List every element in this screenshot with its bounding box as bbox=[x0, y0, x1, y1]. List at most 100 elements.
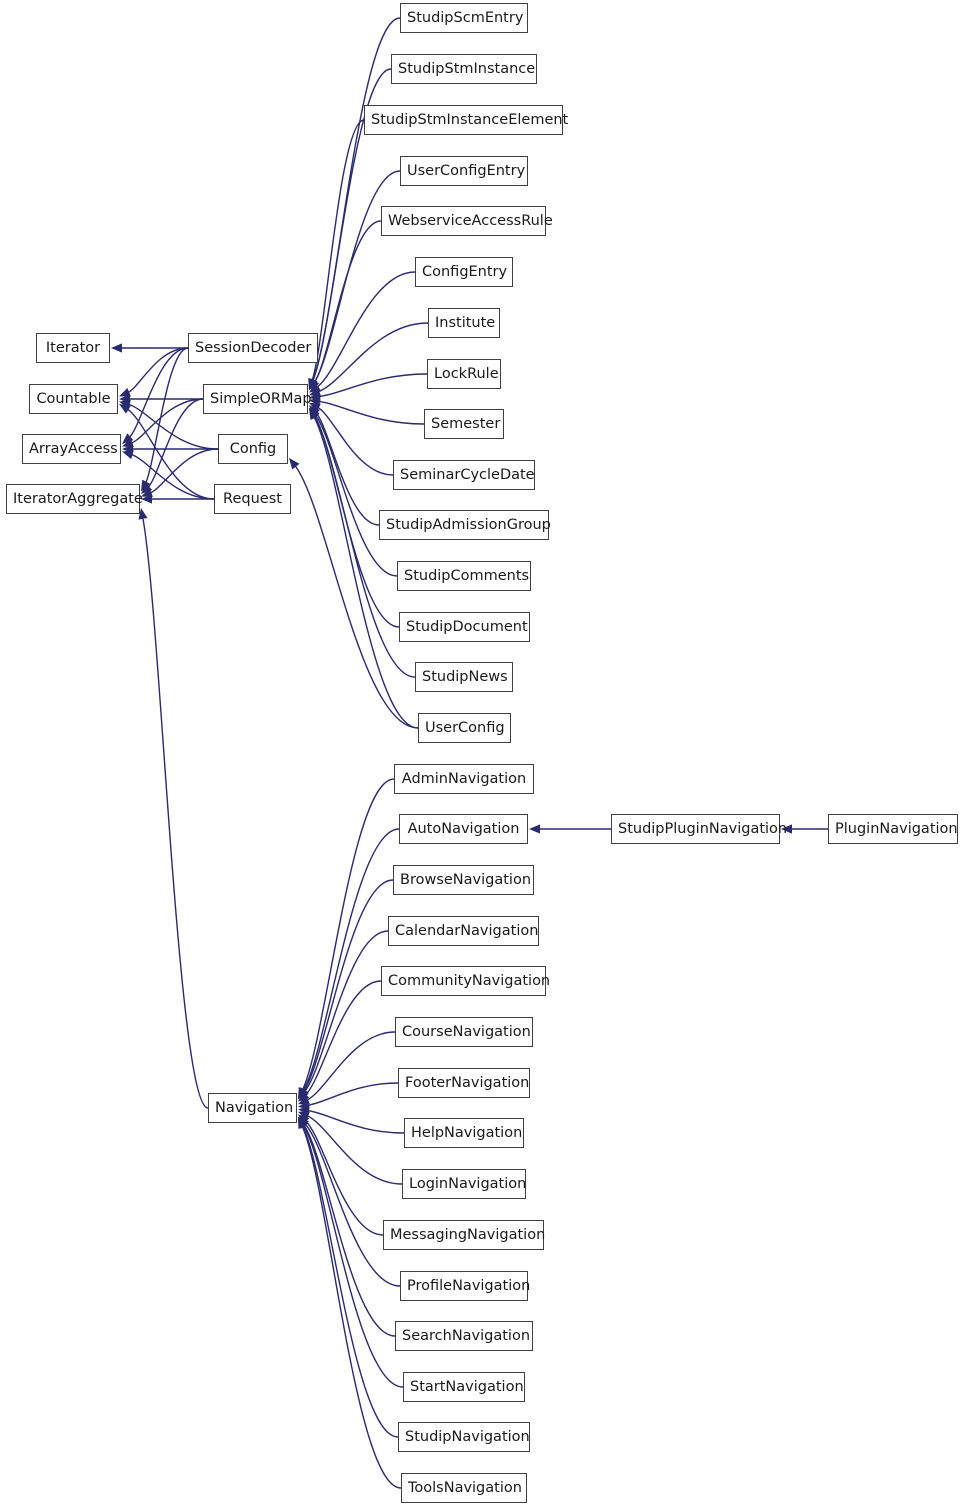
inheritance-arrowhead bbox=[298, 1117, 307, 1129]
edge-simpleormap-to-iteratoraggregate bbox=[141, 398, 204, 494]
inheritance-arrowhead bbox=[111, 343, 122, 353]
inheritance-edge bbox=[130, 453, 215, 500]
class-node-studipcomments[interactable]: StudipComments bbox=[397, 561, 531, 591]
class-node-studippluginnavigation[interactable]: StudipPluginNavigation bbox=[611, 814, 788, 844]
edge-messagingnavigation-to-navigation bbox=[298, 1114, 384, 1236]
class-node-label: UserConfig bbox=[425, 720, 505, 736]
class-node-browsenavigation[interactable]: BrowseNavigation bbox=[393, 865, 534, 895]
class-node-label: Config bbox=[229, 441, 277, 457]
inheritance-arrowhead bbox=[119, 387, 131, 397]
class-node-simpleormap[interactable]: SimpleORMap bbox=[203, 384, 312, 414]
edge-studipscmentry-to-simpleormap bbox=[308, 17, 401, 390]
class-node-studipstminstanceelement[interactable]: StudipStmInstanceElement bbox=[364, 105, 569, 135]
class-node-request[interactable]: Request bbox=[214, 484, 291, 514]
class-node-sessiondecoder[interactable]: SessionDecoder bbox=[188, 333, 318, 363]
edge-sessiondecoder-to-iteratoraggregate bbox=[141, 347, 189, 492]
class-node-toolsnavigation[interactable]: ToolsNavigation bbox=[401, 1473, 527, 1503]
class-node-studipscmentry[interactable]: StudipScmEntry bbox=[400, 3, 528, 33]
inheritance-arrowhead bbox=[298, 1100, 310, 1110]
class-node-adminnavigation[interactable]: AdminNavigation bbox=[394, 764, 534, 794]
class-node-userconfig[interactable]: UserConfig bbox=[418, 713, 511, 743]
class-node-label: ArrayAccess bbox=[29, 441, 118, 457]
class-node-studipstminstance[interactable]: StudipStmInstance bbox=[391, 54, 537, 84]
inheritance-edge bbox=[126, 347, 189, 394]
edge-helpnavigation-to-navigation bbox=[298, 1106, 405, 1134]
edge-studippluginnavigation-to-autonavigation bbox=[529, 824, 611, 834]
class-node-studipnavigation[interactable]: StudipNavigation bbox=[398, 1422, 530, 1452]
edge-calendarnavigation-to-navigation bbox=[298, 930, 389, 1100]
class-node-webserviceaccessrule[interactable]: WebserviceAccessRule bbox=[381, 206, 553, 236]
edge-simpleormap-to-countable bbox=[119, 394, 203, 404]
class-node-iteratoraggregate[interactable]: IteratorAggregate bbox=[6, 484, 143, 514]
class-node-seminarcycledate[interactable]: SeminarCycleDate bbox=[393, 460, 535, 490]
inheritance-arrowhead bbox=[122, 438, 134, 448]
class-node-studipadmissiongroup[interactable]: StudipAdmissionGroup bbox=[379, 510, 551, 540]
inheritance-edge bbox=[306, 1114, 403, 1185]
class-node-label: AdminNavigation bbox=[401, 771, 527, 787]
inheritance-arrowhead bbox=[119, 400, 131, 409]
inheritance-edge bbox=[311, 17, 401, 382]
inheritance-edge bbox=[303, 1122, 401, 1287]
edge-semester-to-simpleormap bbox=[309, 397, 425, 425]
class-node-label: Institute bbox=[435, 315, 496, 331]
class-node-messagingnavigation[interactable]: MessagingNavigation bbox=[383, 1220, 545, 1250]
class-node-studipnews[interactable]: StudipNews bbox=[415, 662, 513, 692]
edge-request-to-iteratoraggregate bbox=[141, 494, 214, 504]
class-node-label: StudipPluginNavigation bbox=[618, 821, 788, 837]
class-node-label: StudipStmInstanceElement bbox=[371, 112, 569, 128]
class-node-configentry[interactable]: ConfigEntry bbox=[415, 257, 513, 287]
class-node-label: StudipStmInstance bbox=[398, 61, 536, 77]
class-node-label: StartNavigation bbox=[410, 1379, 524, 1395]
inheritance-edge bbox=[314, 411, 380, 526]
class-node-profilenavigation[interactable]: ProfileNavigation bbox=[400, 1271, 530, 1301]
class-node-config[interactable]: Config bbox=[218, 434, 288, 464]
class-node-institute[interactable]: Institute bbox=[428, 308, 500, 338]
class-node-arrayaccess[interactable]: ArrayAccess bbox=[22, 434, 121, 464]
class-node-startnavigation[interactable]: StartNavigation bbox=[403, 1372, 525, 1402]
class-node-label: FooterNavigation bbox=[405, 1075, 530, 1091]
class-node-helpnavigation[interactable]: HelpNavigation bbox=[404, 1118, 524, 1148]
class-node-searchnavigation[interactable]: SearchNavigation bbox=[395, 1321, 533, 1351]
class-node-loginnavigation[interactable]: LoginNavigation bbox=[402, 1169, 526, 1199]
inheritance-edge bbox=[317, 373, 428, 398]
class-node-label: SimpleORMap bbox=[210, 391, 312, 407]
class-node-label: CommunityNavigation bbox=[388, 973, 551, 989]
class-node-iterator[interactable]: Iterator bbox=[36, 333, 110, 363]
edge-config-to-iteratoraggregate bbox=[141, 448, 219, 497]
class-node-pluginnavigation[interactable]: PluginNavigation bbox=[828, 814, 958, 844]
edge-seminarcycledate-to-simpleormap bbox=[309, 402, 394, 476]
class-node-countable[interactable]: Countable bbox=[29, 384, 118, 414]
class-node-studipdocument[interactable]: StudipDocument bbox=[399, 612, 530, 642]
class-node-calendarnavigation[interactable]: CalendarNavigation bbox=[388, 916, 539, 946]
inheritance-edge bbox=[314, 414, 398, 577]
edge-simpleormap-to-arrayaccess bbox=[122, 398, 204, 448]
inheritance-edge bbox=[141, 516, 209, 1109]
class-node-label: SeminarCycleDate bbox=[400, 467, 535, 483]
class-node-footernavigation[interactable]: FooterNavigation bbox=[398, 1068, 530, 1098]
inheritance-arrowhead bbox=[298, 1087, 309, 1100]
inheritance-edge bbox=[302, 1124, 404, 1388]
class-node-coursenavigation[interactable]: CourseNavigation bbox=[395, 1017, 533, 1047]
class-node-autonavigation[interactable]: AutoNavigation bbox=[399, 814, 528, 844]
class-node-label: SearchNavigation bbox=[402, 1328, 531, 1344]
inheritance-edge bbox=[128, 347, 189, 439]
class-node-navigation[interactable]: Navigation bbox=[208, 1093, 297, 1123]
class-node-semester[interactable]: Semester bbox=[424, 409, 504, 439]
class-node-userconfigentry[interactable]: UserConfigEntry bbox=[400, 156, 528, 186]
edge-startnavigation-to-navigation bbox=[298, 1117, 404, 1388]
inheritance-arrowhead bbox=[298, 1116, 310, 1128]
class-node-lockrule[interactable]: LockRule bbox=[427, 359, 501, 389]
inheritance-edge bbox=[316, 406, 394, 476]
inheritance-edge bbox=[301, 778, 395, 1092]
edge-footernavigation-to-navigation bbox=[298, 1082, 399, 1110]
edge-sessiondecoder-to-iterator bbox=[111, 343, 188, 353]
inheritance-arrowhead bbox=[122, 450, 134, 460]
edge-sessiondecoder-to-arrayaccess bbox=[122, 347, 189, 444]
inheritance-edge bbox=[302, 1123, 396, 1337]
inheritance-arrowhead bbox=[529, 824, 540, 834]
class-node-label: Countable bbox=[36, 391, 111, 407]
class-node-communitynavigation[interactable]: CommunityNavigation bbox=[381, 966, 551, 996]
class-node-label: StudipComments bbox=[404, 568, 530, 584]
class-node-label: ConfigEntry bbox=[422, 264, 508, 280]
